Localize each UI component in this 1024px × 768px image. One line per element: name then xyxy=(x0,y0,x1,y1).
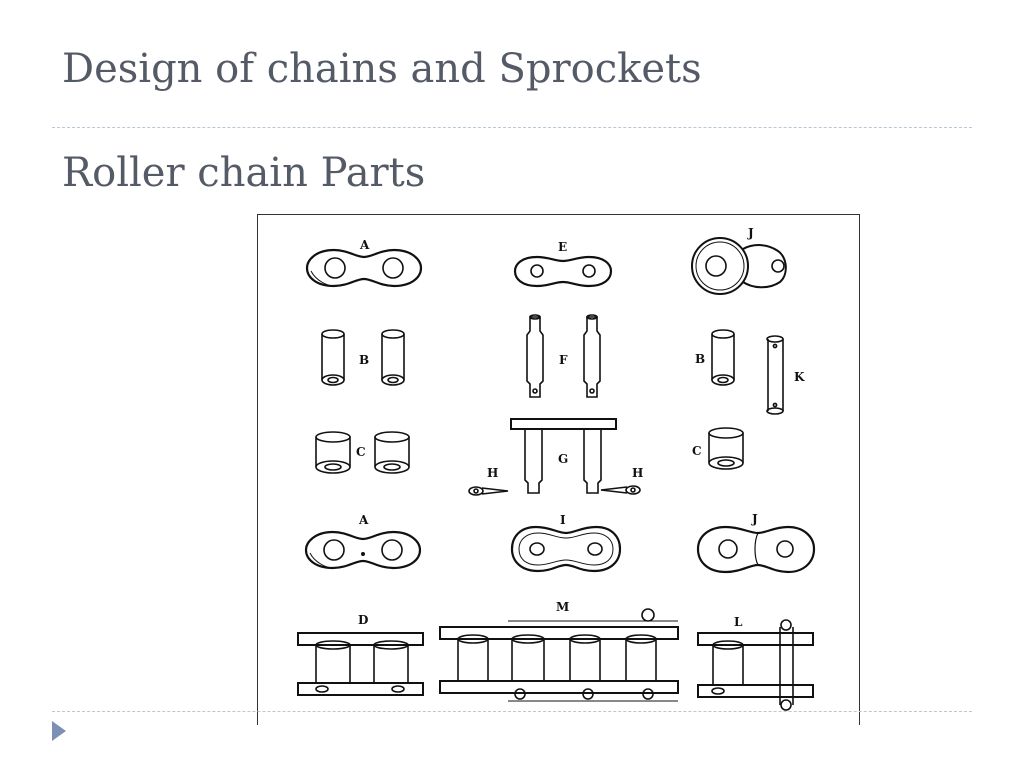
assembly-m xyxy=(439,608,679,702)
assembly-l xyxy=(697,619,814,711)
label-h-left: H xyxy=(487,466,498,480)
label-d: D xyxy=(358,613,368,627)
label-l: L xyxy=(734,615,743,629)
label-h-right: H xyxy=(632,466,643,480)
pin-k xyxy=(766,335,784,415)
cotter-h-left xyxy=(468,486,509,496)
bottom-separator xyxy=(52,711,972,712)
triangle-right-icon xyxy=(52,721,66,741)
plate-e-top xyxy=(513,255,613,288)
label-i: I xyxy=(560,513,566,527)
plate-i xyxy=(510,525,622,573)
label-m: M xyxy=(556,600,569,614)
slide-subtitle: Roller chain Parts xyxy=(62,150,426,196)
plate-a-bottom xyxy=(304,530,422,570)
label-a-bottom: A xyxy=(358,513,369,527)
plate-j-top xyxy=(691,237,787,295)
label-j-top: J xyxy=(747,226,754,240)
plate-j-bottom xyxy=(696,525,816,574)
plate-a-top xyxy=(305,248,423,288)
bushing-b-right xyxy=(711,329,735,386)
label-c-left: C xyxy=(356,445,366,459)
roller-c-right xyxy=(708,427,744,470)
top-separator xyxy=(52,127,972,128)
label-a-top: A xyxy=(359,238,370,252)
roller-chain-parts-figure: A E J B F B K C G C H H A I J D M L xyxy=(257,214,860,725)
assembly-d xyxy=(297,632,424,696)
label-g: G xyxy=(558,452,568,466)
label-b-left: B xyxy=(359,353,369,367)
pin-link-g xyxy=(510,418,617,494)
label-f: F xyxy=(559,353,568,367)
slide-title: Design of chains and Sprockets xyxy=(62,46,702,92)
label-j-bottom: J xyxy=(751,512,758,526)
label-e: E xyxy=(558,240,567,254)
cotter-h-right xyxy=(600,485,641,495)
label-k: K xyxy=(794,370,805,384)
label-b-right: B xyxy=(695,352,705,366)
label-c-right: C xyxy=(692,444,702,458)
